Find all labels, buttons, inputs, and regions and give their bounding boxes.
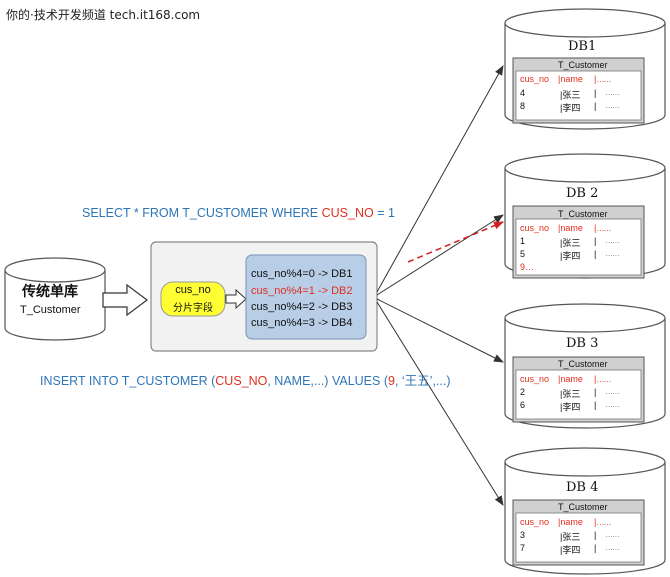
insert-query: INSERT INTO T_CUSTOMER (CUS_NO, NAME,...…: [40, 370, 451, 389]
db1-cylinder: [504, 8, 666, 130]
small-hollow-arrow-icon: [225, 288, 247, 310]
db2-col-cus-no: cus_no: [520, 223, 550, 233]
db2-row-name: |李四: [560, 251, 581, 261]
db2-col-more: ……: [596, 224, 611, 233]
db4-col-cus-no: cus_no: [520, 517, 550, 527]
db3-col-cus-no: cus_no: [520, 374, 550, 384]
select-query-key: CUS_NO: [321, 206, 374, 220]
db2-title: DB 2: [566, 186, 599, 201]
db1-row-cus-no: 8: [520, 101, 526, 111]
db3-col-name: name: [560, 374, 583, 384]
db3-cylinder: [504, 303, 666, 429]
routing-rule: cus_no%4=3 -> DB4: [251, 317, 353, 329]
insert-query-mid: , NAME,...) VALUES (: [267, 374, 388, 388]
route-arrow-db4: [376, 301, 504, 506]
db1-row-more: ……: [605, 101, 620, 110]
db1-table-name: T_Customer: [558, 60, 608, 70]
db2-row-more: ……: [605, 236, 620, 245]
select-query-tail: = 1: [373, 206, 395, 220]
db2-inserted-row: 9…: [520, 262, 535, 272]
db4-title: DB 4: [566, 480, 599, 495]
db1-col-name: name: [560, 74, 583, 84]
db3-row-name: |李四: [560, 402, 581, 412]
db3-row-cus-no: 6: [520, 400, 526, 410]
db1-row-name: |张三: [560, 90, 581, 100]
db3-row-more: ……: [605, 387, 620, 396]
db2-table-name: T_Customer: [558, 209, 608, 219]
db1-row-cus-no: 4: [520, 88, 526, 98]
insert-query-text: INSERT INTO T_CUSTOMER (: [40, 374, 216, 388]
legacy-db-cylinder: [4, 257, 106, 341]
db2-cylinder: [504, 153, 666, 279]
select-route-arrow: [407, 221, 504, 263]
select-query: SELECT * FROM T_CUSTOMER WHERE CUS_NO = …: [82, 206, 395, 220]
hollow-arrow-icon: [102, 283, 148, 317]
db4-row-more: ……: [605, 543, 620, 552]
insert-query-key: CUS_NO: [215, 374, 268, 388]
db1-row-more: ……: [605, 88, 620, 97]
shard-key-pill: [160, 281, 226, 317]
db4-row-name: |张三: [560, 532, 581, 542]
shard-key-field: cus_no: [175, 284, 211, 296]
routing-rule: cus_no%4=0 -> DB1: [251, 268, 353, 280]
routing-rule-active: cus_no%4=1 -> DB2: [251, 285, 353, 297]
route-arrow-db1: [376, 65, 504, 293]
legacy-db-title: 传统单库: [22, 284, 78, 300]
route-arrow-db3: [376, 298, 504, 363]
db2-row-more: ……: [605, 249, 620, 258]
db3-table-name: T_Customer: [558, 359, 608, 369]
legacy-db-table: T_Customer: [20, 304, 81, 316]
watermark: 你的·技术开发频道 tech.it168.com: [6, 8, 201, 22]
db3-title: DB 3: [566, 336, 599, 351]
db4-row-name: |李四: [560, 545, 581, 555]
db2-row-cus-no: 5: [520, 249, 526, 259]
db1-col-more: ……: [596, 75, 611, 84]
shard-key-label: 分片字段: [173, 303, 213, 314]
db1-row-name: |李四: [560, 103, 581, 113]
db4-col-more: ……: [596, 518, 611, 527]
db4-row-cus-no: 3: [520, 530, 526, 540]
db4-row-more: ……: [605, 530, 620, 539]
select-query-text: SELECT * FROM T_CUSTOMER WHERE: [82, 206, 322, 220]
db3-col-more: ……: [596, 375, 611, 384]
insert-query-value: 9: [387, 374, 395, 388]
db4-cylinder: [504, 447, 666, 575]
db3-row-name: |张三: [560, 389, 581, 399]
routing-rule: cus_no%4=2 -> DB3: [251, 301, 353, 313]
db3-row-cus-no: 2: [520, 387, 526, 397]
db1-title: DB1: [568, 39, 597, 54]
db2-col-name: name: [560, 223, 583, 233]
insert-query-tail: , ‘王五’,...): [394, 374, 451, 388]
db1-col-cus-no: cus_no: [520, 74, 550, 84]
db4-col-name: name: [560, 517, 583, 527]
db4-row-cus-no: 7: [520, 543, 526, 553]
db3-row-more: ……: [605, 400, 620, 409]
route-arrow-db2: [376, 214, 504, 296]
db2-row-cus-no: 1: [520, 236, 526, 246]
db4-table-name: T_Customer: [558, 502, 608, 512]
routing-rules-box: [245, 254, 367, 340]
db2-row-name: |张三: [560, 238, 581, 248]
